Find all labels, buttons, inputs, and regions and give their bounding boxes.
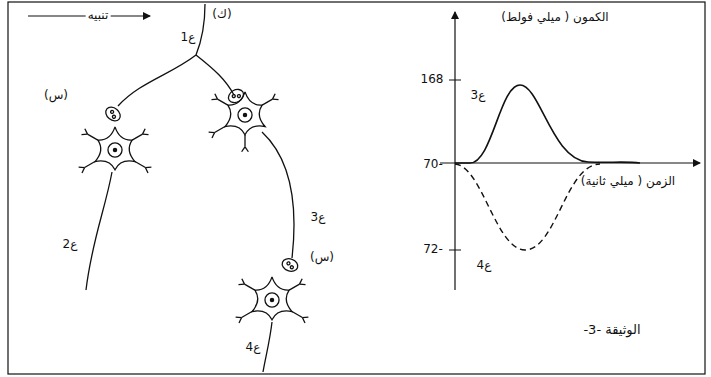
y-axis (454, 12, 455, 290)
synaptic-button (226, 87, 246, 105)
synapse (280, 257, 299, 274)
hyperpolarization-curve (455, 164, 600, 250)
synapse (226, 87, 246, 105)
part-label: (س) (42, 89, 70, 103)
dendrite (135, 162, 145, 168)
axis-label: الزمن ( ميلي ثانية) (579, 175, 677, 189)
nucleus (265, 293, 279, 307)
dendrite (82, 168, 85, 173)
dendrite (85, 162, 95, 168)
synapse (103, 104, 123, 123)
dendrite (238, 283, 244, 285)
dendrite (81, 133, 87, 135)
axis-label: الكمون ( ميلي فولط) (499, 11, 610, 25)
potential-graph (440, 12, 700, 290)
vesicle (232, 94, 236, 98)
part-label: ع3 (469, 89, 488, 103)
part-label: ع4 (244, 341, 263, 355)
cell-body (225, 92, 265, 135)
nerve-fiber (196, 55, 234, 95)
vesicle (290, 265, 294, 269)
part-label: ع2 (61, 238, 80, 252)
axon (262, 132, 294, 258)
dendrite (245, 147, 248, 152)
neuron-circuit (79, 4, 309, 372)
dendrite (239, 318, 242, 323)
dendrite (85, 129, 88, 134)
dendrite (132, 134, 142, 140)
nucleolus (270, 298, 273, 301)
dendrite (215, 94, 218, 99)
nucleolus (113, 148, 116, 151)
axis-label: 168 (419, 73, 446, 87)
part-label: ع1 (179, 31, 198, 45)
x-axis (440, 162, 700, 163)
vesicle (110, 110, 114, 114)
dendrite (302, 316, 308, 318)
vesicle (112, 115, 116, 119)
cell-body (252, 277, 292, 320)
dendrite (145, 168, 148, 173)
synaptic-button (103, 104, 123, 123)
dendrite (87, 134, 97, 140)
dendrite (273, 94, 276, 99)
axis-tick (449, 80, 461, 81)
part-label: (ك) (210, 8, 233, 22)
dendrite (262, 99, 272, 105)
dendrite (292, 312, 302, 318)
part-label: ع3 (309, 211, 328, 225)
dendrite (300, 279, 303, 284)
dendrite (212, 133, 215, 138)
dendrite (143, 129, 146, 134)
action-potential-curve (455, 85, 640, 163)
nucleus (108, 143, 122, 157)
nerve-fiber (118, 55, 196, 106)
stimulus-label: تنبيه (86, 9, 111, 23)
dendrite (211, 98, 217, 100)
dendrite (244, 284, 254, 290)
dendrite (289, 284, 299, 290)
dendrite (242, 312, 252, 318)
vesicle (287, 261, 291, 265)
dendrite (302, 318, 305, 323)
dendrite (244, 135, 245, 147)
axis-label: -72 (421, 243, 445, 257)
dendrite (145, 166, 151, 168)
synaptic-button (280, 257, 299, 274)
nucleus (238, 108, 252, 122)
dendrite (215, 127, 225, 133)
axis-tick (449, 250, 461, 251)
part-label: ع4 (475, 259, 494, 273)
figure-frame (8, 2, 705, 374)
figure-caption: الوثيقة -3- (581, 323, 642, 338)
part-label: (س) (308, 251, 336, 265)
vesicle (237, 94, 241, 98)
nerve-fiber (196, 4, 205, 55)
axis-label: -70 (421, 158, 445, 172)
nucleolus (243, 113, 246, 116)
dendrite (242, 279, 245, 284)
dendrite (242, 147, 245, 152)
axon (86, 172, 112, 290)
dendrite (217, 99, 227, 105)
cell-body (95, 127, 135, 170)
axon (263, 322, 272, 372)
